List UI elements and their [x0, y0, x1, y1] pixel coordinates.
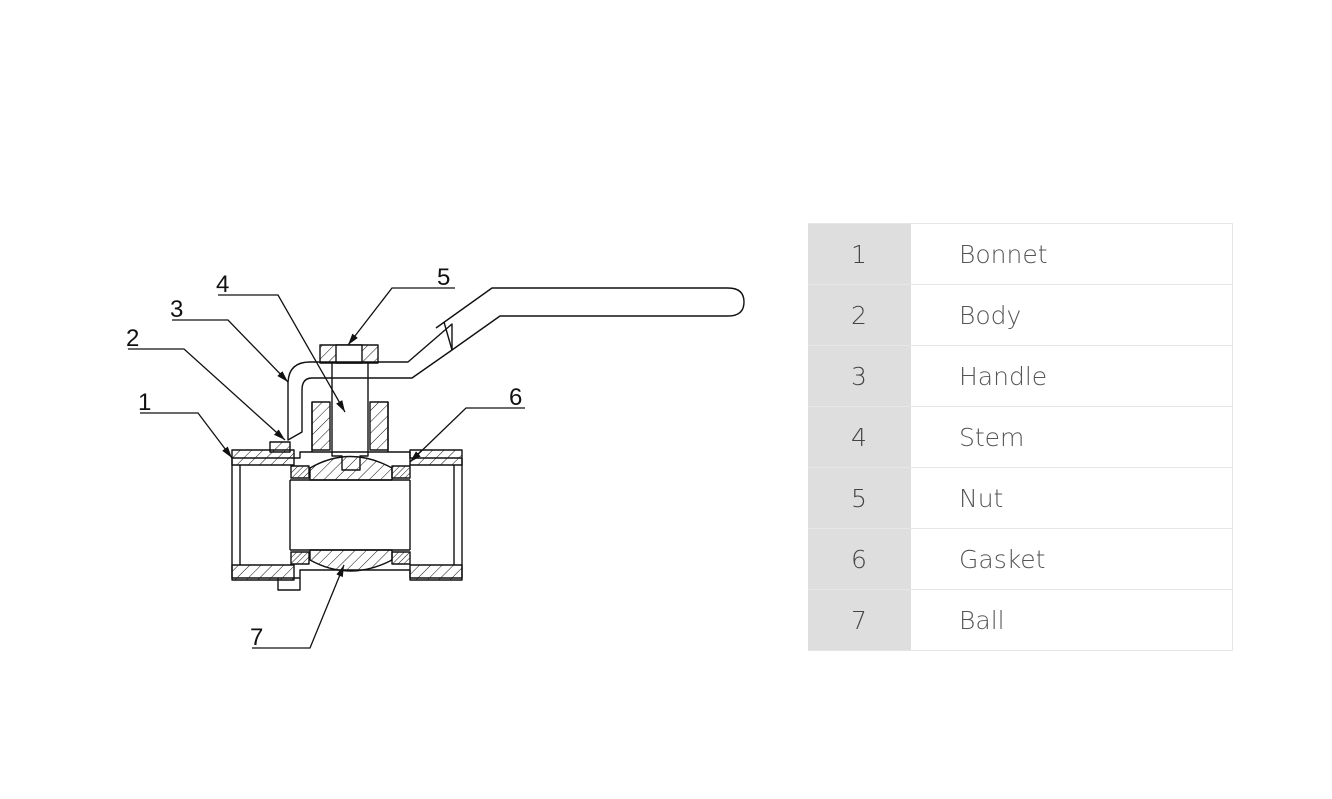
- callout-7: 7: [250, 624, 263, 651]
- part-number: 2: [808, 284, 911, 346]
- table-row: 6 Gasket: [808, 528, 1233, 590]
- leader-7: [252, 564, 345, 649]
- part-number: 1: [808, 223, 911, 285]
- part-name: Nut: [910, 467, 1233, 529]
- table-row: 1 Bonnet: [808, 223, 1233, 285]
- stem: [331, 362, 369, 471]
- callout-6: 6: [509, 384, 522, 411]
- part-name: Stem: [910, 406, 1233, 468]
- callout-2: 2: [126, 325, 139, 352]
- part-number: 5: [808, 467, 911, 529]
- gasket-top-right: [391, 465, 411, 479]
- gasket-bottom-right: [391, 551, 411, 565]
- callout-1: 1: [138, 389, 151, 416]
- part-name: Handle: [910, 345, 1233, 407]
- ball-bottom: [309, 549, 393, 572]
- leader-6: [409, 407, 525, 463]
- table-row: 4 Stem: [808, 406, 1233, 468]
- ball: [309, 455, 393, 481]
- leader-4: [218, 294, 346, 413]
- part-number: 6: [808, 528, 911, 590]
- gasket-bottom-left: [290, 551, 310, 565]
- ball-valve-cross-section: 1 2 3 4 5 6 7: [126, 264, 745, 651]
- part-name: Bonnet: [910, 223, 1233, 285]
- leader-3: [172, 319, 289, 383]
- part-number: 7: [808, 589, 911, 651]
- table-row: 2 Body: [808, 284, 1233, 346]
- body-right-wall-bottom: [409, 564, 463, 581]
- gasket-top-left: [290, 465, 310, 479]
- body-left-wall-bottom: [231, 564, 295, 581]
- parts-list-table: 1 Bonnet 2 Body 3 Handle 4 Stem 5 Nut 6 …: [808, 223, 1233, 651]
- leader-1: [140, 412, 233, 459]
- part-number: 3: [808, 345, 911, 407]
- callout-5: 5: [437, 264, 450, 291]
- body-right-wall-top: [409, 449, 463, 466]
- part-name: Body: [910, 284, 1233, 346]
- part-name: Gasket: [910, 528, 1233, 590]
- callout-3: 3: [170, 296, 183, 323]
- leader-5: [347, 287, 455, 346]
- part-name: Ball: [910, 589, 1233, 651]
- table-row: 3 Handle: [808, 345, 1233, 407]
- callout-4: 4: [216, 271, 229, 298]
- part-number: 4: [808, 406, 911, 468]
- table-row: 7 Ball: [808, 589, 1233, 651]
- table-row: 5 Nut: [808, 467, 1233, 529]
- leader-2: [128, 348, 286, 441]
